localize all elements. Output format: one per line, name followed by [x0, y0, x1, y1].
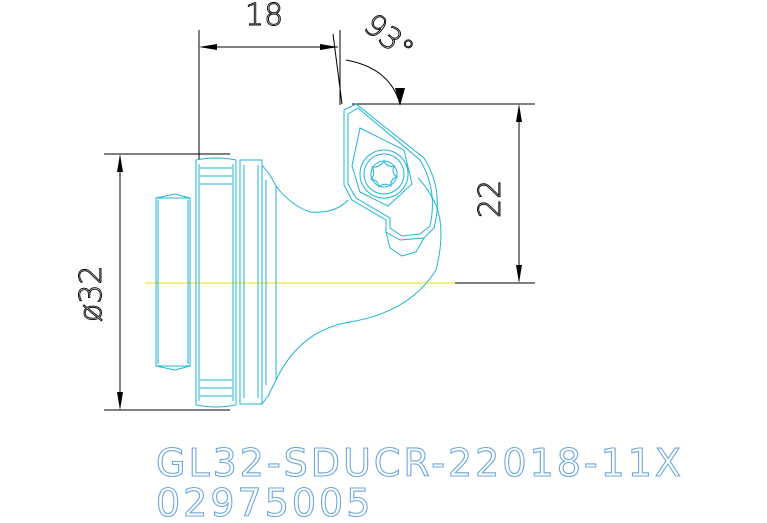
part-code: GL32-SDUCR-22018-11X — [156, 441, 684, 485]
part-number: 02975005 — [156, 481, 373, 523]
height-dimension: 22 — [438, 104, 535, 284]
width-dimension: 18 — [198, 0, 341, 160]
angle-label: 93° — [357, 7, 420, 68]
thread — [195, 157, 237, 408]
diameter-label: ø32 — [74, 265, 109, 322]
width-label: 18 — [245, 0, 283, 33]
tool-holder-outline — [155, 103, 442, 408]
torx-screw-icon — [359, 149, 409, 199]
insert-pocket — [343, 103, 438, 257]
diameter-dimension: ø32 — [74, 153, 230, 411]
height-label: 22 — [473, 180, 508, 218]
angle-dimension: 93° — [332, 7, 535, 106]
